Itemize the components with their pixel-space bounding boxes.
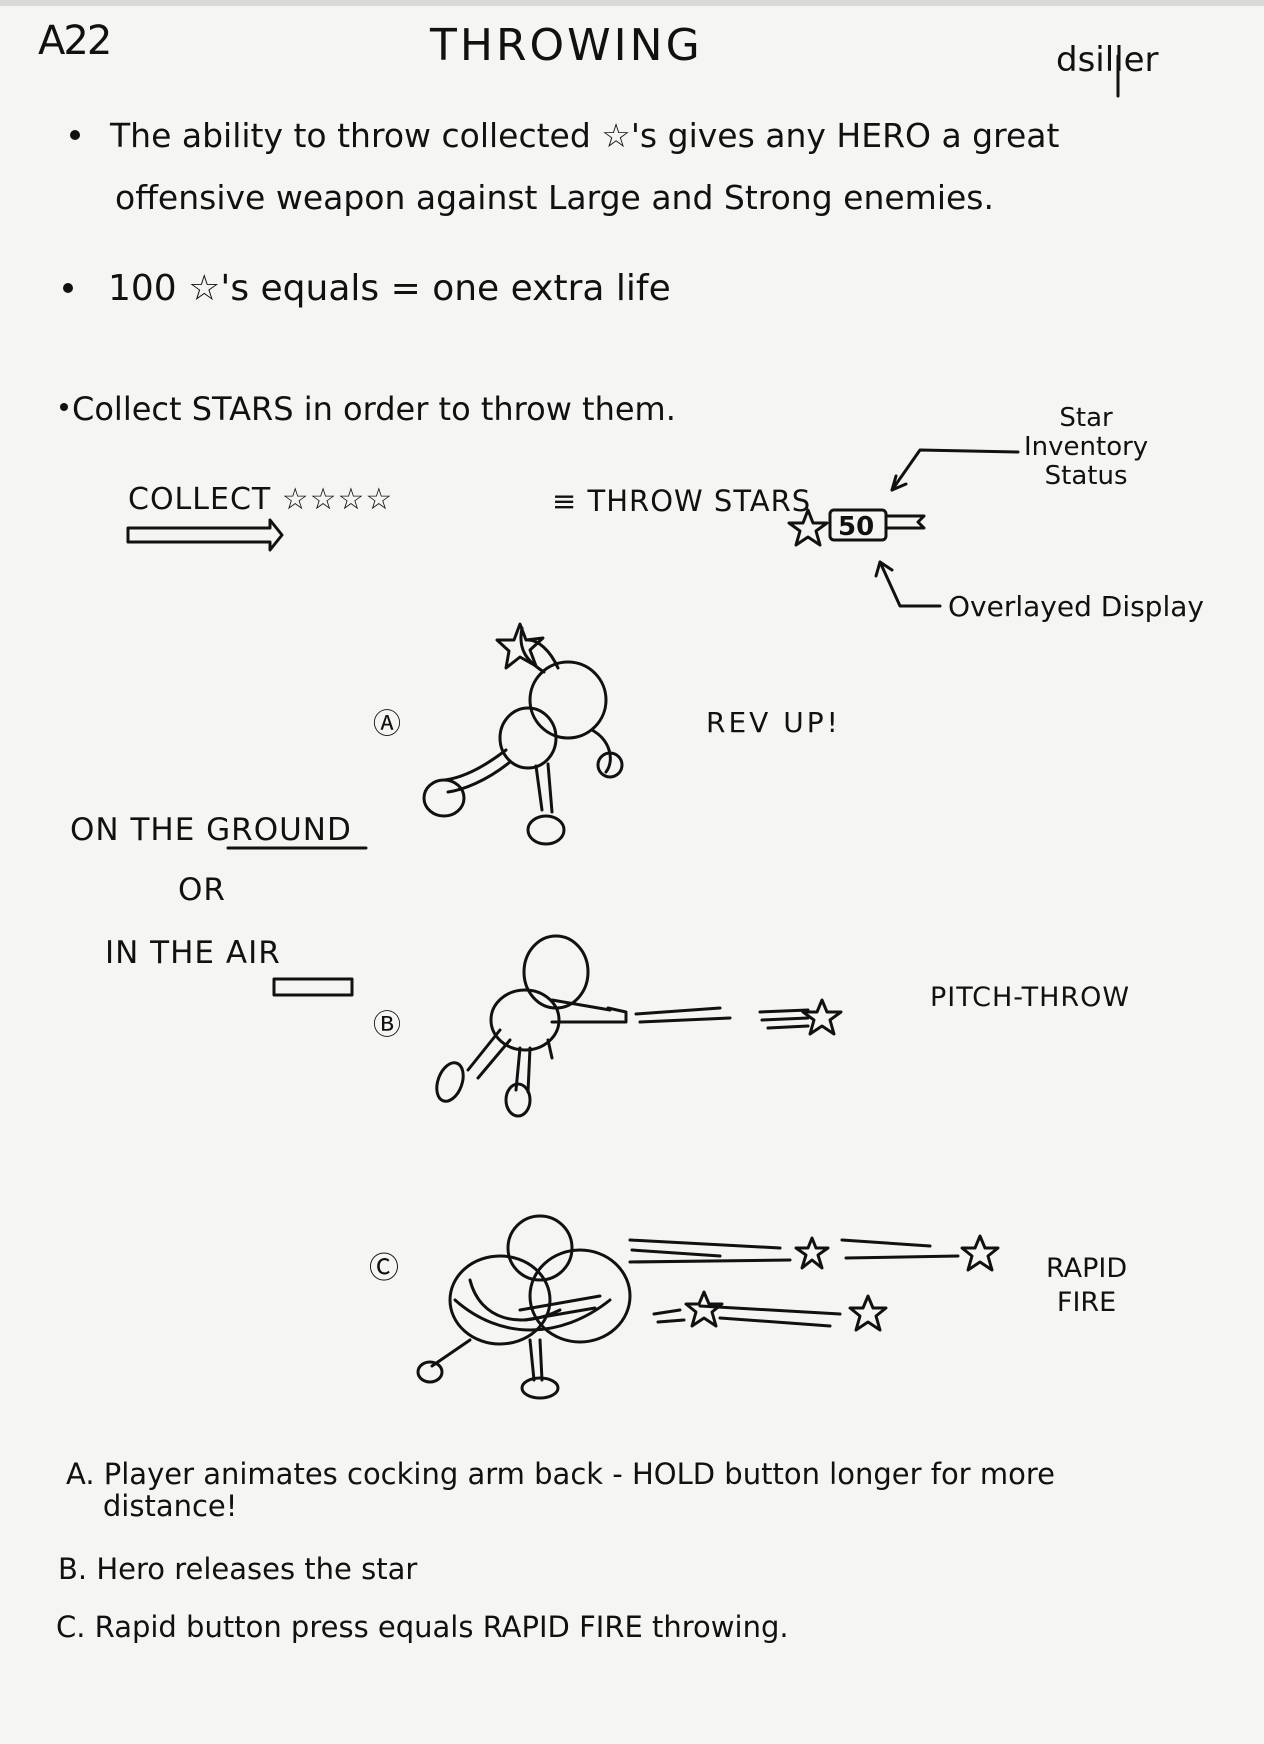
bullet-ability-line1: The ability to throw collected ☆'s gives… bbox=[110, 116, 1060, 155]
pitch-throw-label: PITCH-THROW bbox=[930, 982, 1131, 1013]
in-air-label: IN THE AIR bbox=[105, 935, 281, 971]
rev-up-label: REV UP! bbox=[706, 706, 841, 739]
collect-label: COLLECT ☆☆☆☆ bbox=[128, 482, 394, 517]
throw-stars-label: ≡ THROW STARS bbox=[552, 484, 812, 518]
note-c: C. Rapid button press equals RAPID FIRE … bbox=[56, 1610, 789, 1644]
held-star-icon bbox=[495, 622, 545, 670]
bullet-collect-note: Collect STARS in order to throw them. bbox=[72, 390, 676, 428]
rapid-star-icon bbox=[684, 1290, 724, 1328]
bullet-dot bbox=[63, 283, 73, 293]
rapid-star-icon bbox=[794, 1236, 830, 1270]
figure-a-rev-up bbox=[422, 622, 624, 846]
rapid-fire-label: RAPID FIRE bbox=[1046, 1253, 1128, 1318]
or-label: OR bbox=[178, 872, 226, 908]
thrown-star-icon bbox=[801, 998, 843, 1036]
collect-arrow-icon bbox=[126, 518, 284, 552]
pose-c-marker: Ⓒ bbox=[369, 1251, 399, 1286]
author-signature: dsiller bbox=[1056, 40, 1159, 80]
overlay-display-label: Overlayed Display bbox=[948, 590, 1204, 623]
scan-edge bbox=[0, 0, 1264, 6]
note-a: A. Player animates cocking arm back - HO… bbox=[66, 1457, 1055, 1523]
page-title: THROWING bbox=[430, 20, 703, 71]
overlay-pointer-arrow bbox=[878, 560, 942, 608]
bullet-dot bbox=[60, 403, 68, 411]
page-id: A22 bbox=[38, 18, 112, 64]
on-ground-label: ON THE GROUND bbox=[70, 812, 352, 848]
bullet-extra-life: 100 ☆'s equals = one extra life bbox=[108, 268, 671, 309]
star-inventory-display-icon bbox=[787, 508, 926, 547]
inventory-pointer-arrow bbox=[890, 448, 1020, 492]
rapid-star-icon bbox=[848, 1294, 888, 1332]
air-box bbox=[272, 977, 354, 997]
note-b: B. Hero releases the star bbox=[58, 1552, 418, 1586]
figure-c-rapid-fire bbox=[416, 1214, 1000, 1400]
figure-b-pitch-throw bbox=[435, 934, 843, 1118]
rapid-star-icon bbox=[960, 1234, 1000, 1272]
bullet-dot bbox=[70, 130, 80, 140]
star-inventory-label: Star Inventory Status bbox=[1024, 403, 1149, 491]
pose-b-marker: Ⓑ bbox=[373, 1008, 402, 1041]
bullet-ability-line2: offensive weapon against Large and Stron… bbox=[115, 178, 994, 217]
inventory-count: 50 bbox=[838, 512, 874, 542]
pose-a-marker: Ⓐ bbox=[373, 707, 402, 740]
